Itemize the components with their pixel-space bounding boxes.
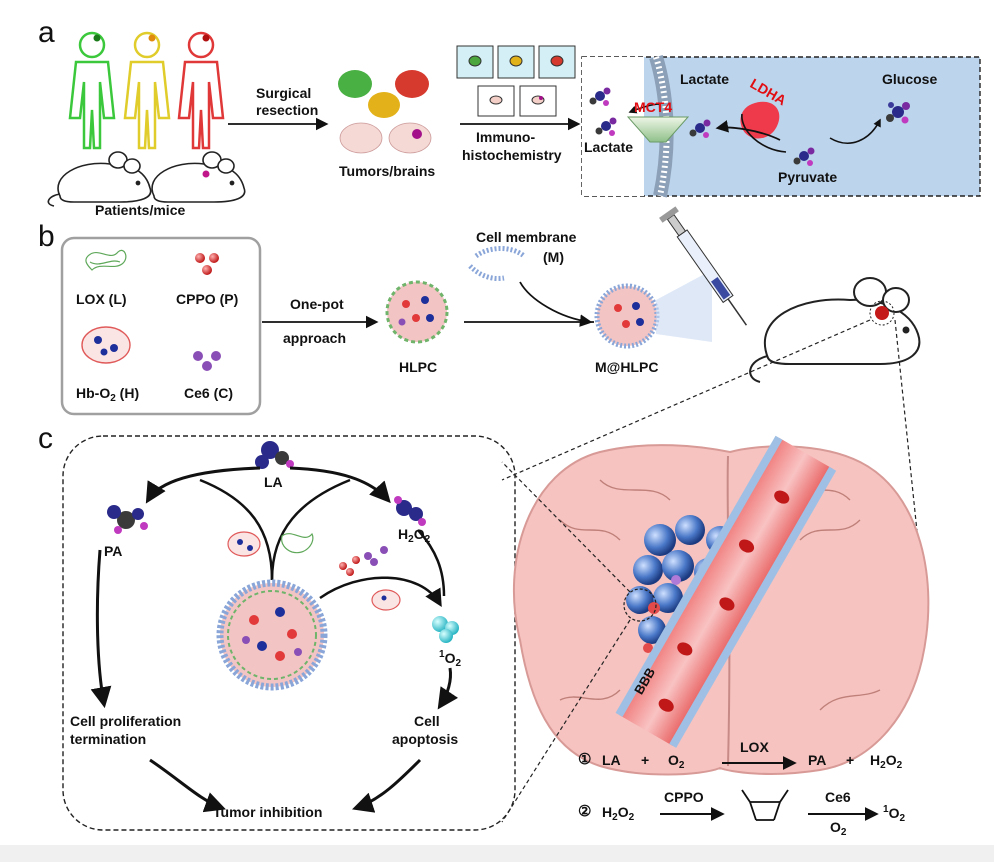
immuno-label: Immuno-	[476, 129, 536, 145]
ldha-enzyme	[740, 101, 780, 139]
la-molecule-icon	[255, 441, 294, 469]
eq1-plus-1: +	[641, 752, 650, 768]
bottom-strip	[0, 845, 994, 862]
hb-label: Hb-O2 (H)	[76, 385, 140, 404]
resection-label: resection	[256, 102, 319, 118]
mechanism-box	[62, 435, 516, 831]
tumor-inhibition-label: Tumor inhibition	[213, 804, 323, 820]
glucose-label: Glucose	[882, 71, 938, 87]
cppo-ce6-particles-icon	[339, 546, 401, 611]
lactate-label-inside: Lactate	[680, 71, 730, 87]
hb-lox-pair-icon	[227, 531, 314, 557]
components-box	[60, 236, 262, 416]
histochemistry-label: histochemistry	[462, 147, 562, 163]
eq1-la: LA	[602, 752, 621, 768]
m-hlpc-nanoparticle-icon	[594, 283, 660, 349]
dioxetanedione-structure-icon	[741, 789, 789, 821]
mouse-icon-right	[151, 151, 246, 203]
approach-label: approach	[283, 330, 347, 346]
histology-slides	[456, 45, 576, 117]
eq1-pa: PA	[808, 752, 827, 768]
cppo-label: CPPO (P)	[176, 291, 239, 307]
surgical-label: Surgical	[256, 85, 312, 101]
patient-icon-red	[177, 31, 225, 150]
tumor-icons	[338, 70, 432, 154]
lox-protein-icon	[85, 249, 127, 271]
blood-vessel-icon	[615, 435, 837, 748]
zoom-circle	[623, 588, 657, 622]
panel-label-a: a	[38, 16, 55, 49]
lactate-label-outside: Lactate	[584, 139, 634, 155]
eq1-h2o2: H2O2	[870, 752, 903, 771]
m-hlpc-label: M@HLPC	[595, 359, 659, 375]
pa-label: PA	[104, 543, 123, 559]
termination-label: termination	[70, 731, 147, 747]
cppo-particles-icon	[195, 253, 219, 275]
patient-icon-green	[68, 31, 116, 150]
one-pot-label: One-pot	[290, 296, 344, 312]
ce6-particles-icon	[193, 351, 221, 371]
mouse-icon-left	[47, 151, 152, 207]
eq1-number: ①	[578, 751, 592, 768]
lox-label: LOX (L)	[76, 291, 127, 307]
tumors-brains-label: Tumors/brains	[339, 163, 436, 179]
eq1-plus-2: +	[846, 752, 855, 768]
cell-membrane-fragment-icon	[468, 246, 526, 281]
panel-label-b: b	[38, 220, 55, 253]
hlpc-label: HLPC	[399, 359, 438, 375]
mct4-transporter	[626, 116, 690, 143]
mouse-icon	[749, 277, 921, 383]
mct4-label: MCT4	[634, 99, 673, 115]
pyruvate-label: Pyruvate	[778, 169, 838, 185]
eq2-ce6: Ce6	[825, 789, 851, 805]
eq2-h2o2: H2O2	[602, 804, 635, 823]
eq2-product: 1O2	[883, 804, 906, 824]
membrane-m-label: (M)	[543, 249, 564, 265]
singlet-oxygen-label: 1O2	[439, 649, 462, 669]
nanoparticle-icon	[216, 579, 328, 691]
eq1-enzyme: LOX	[740, 739, 769, 755]
patient-icon-yellow	[123, 31, 171, 150]
cell-membrane-label: Cell membrane	[476, 229, 577, 245]
hlpc-nanoparticle-icon	[385, 280, 449, 344]
patients-mice-label: Patients/mice	[95, 202, 186, 218]
eq2-o2: O2	[830, 819, 847, 838]
h2o2-label: H2O2	[398, 526, 431, 545]
singlet-oxygen-icon	[432, 616, 459, 643]
extracellular-space	[582, 57, 644, 196]
molecule-icon	[589, 87, 910, 166]
eq1-o2: O2	[668, 752, 685, 771]
h2o2-molecule-icon	[394, 496, 426, 526]
hb-protein-icon	[81, 326, 131, 364]
la-label: LA	[264, 474, 283, 490]
eq2-number: ②	[578, 803, 592, 820]
eq2-cppo: CPPO	[664, 789, 704, 805]
apoptosis-label: apoptosis	[392, 731, 459, 747]
cell-proliferation-label: Cell proliferation	[70, 713, 182, 729]
pa-molecule-icon	[107, 505, 148, 534]
ce6-label: Ce6 (C)	[184, 385, 234, 401]
cell-label: Cell	[414, 713, 440, 729]
panel-label-c: c	[38, 422, 53, 455]
syringe-icon	[659, 206, 748, 326]
